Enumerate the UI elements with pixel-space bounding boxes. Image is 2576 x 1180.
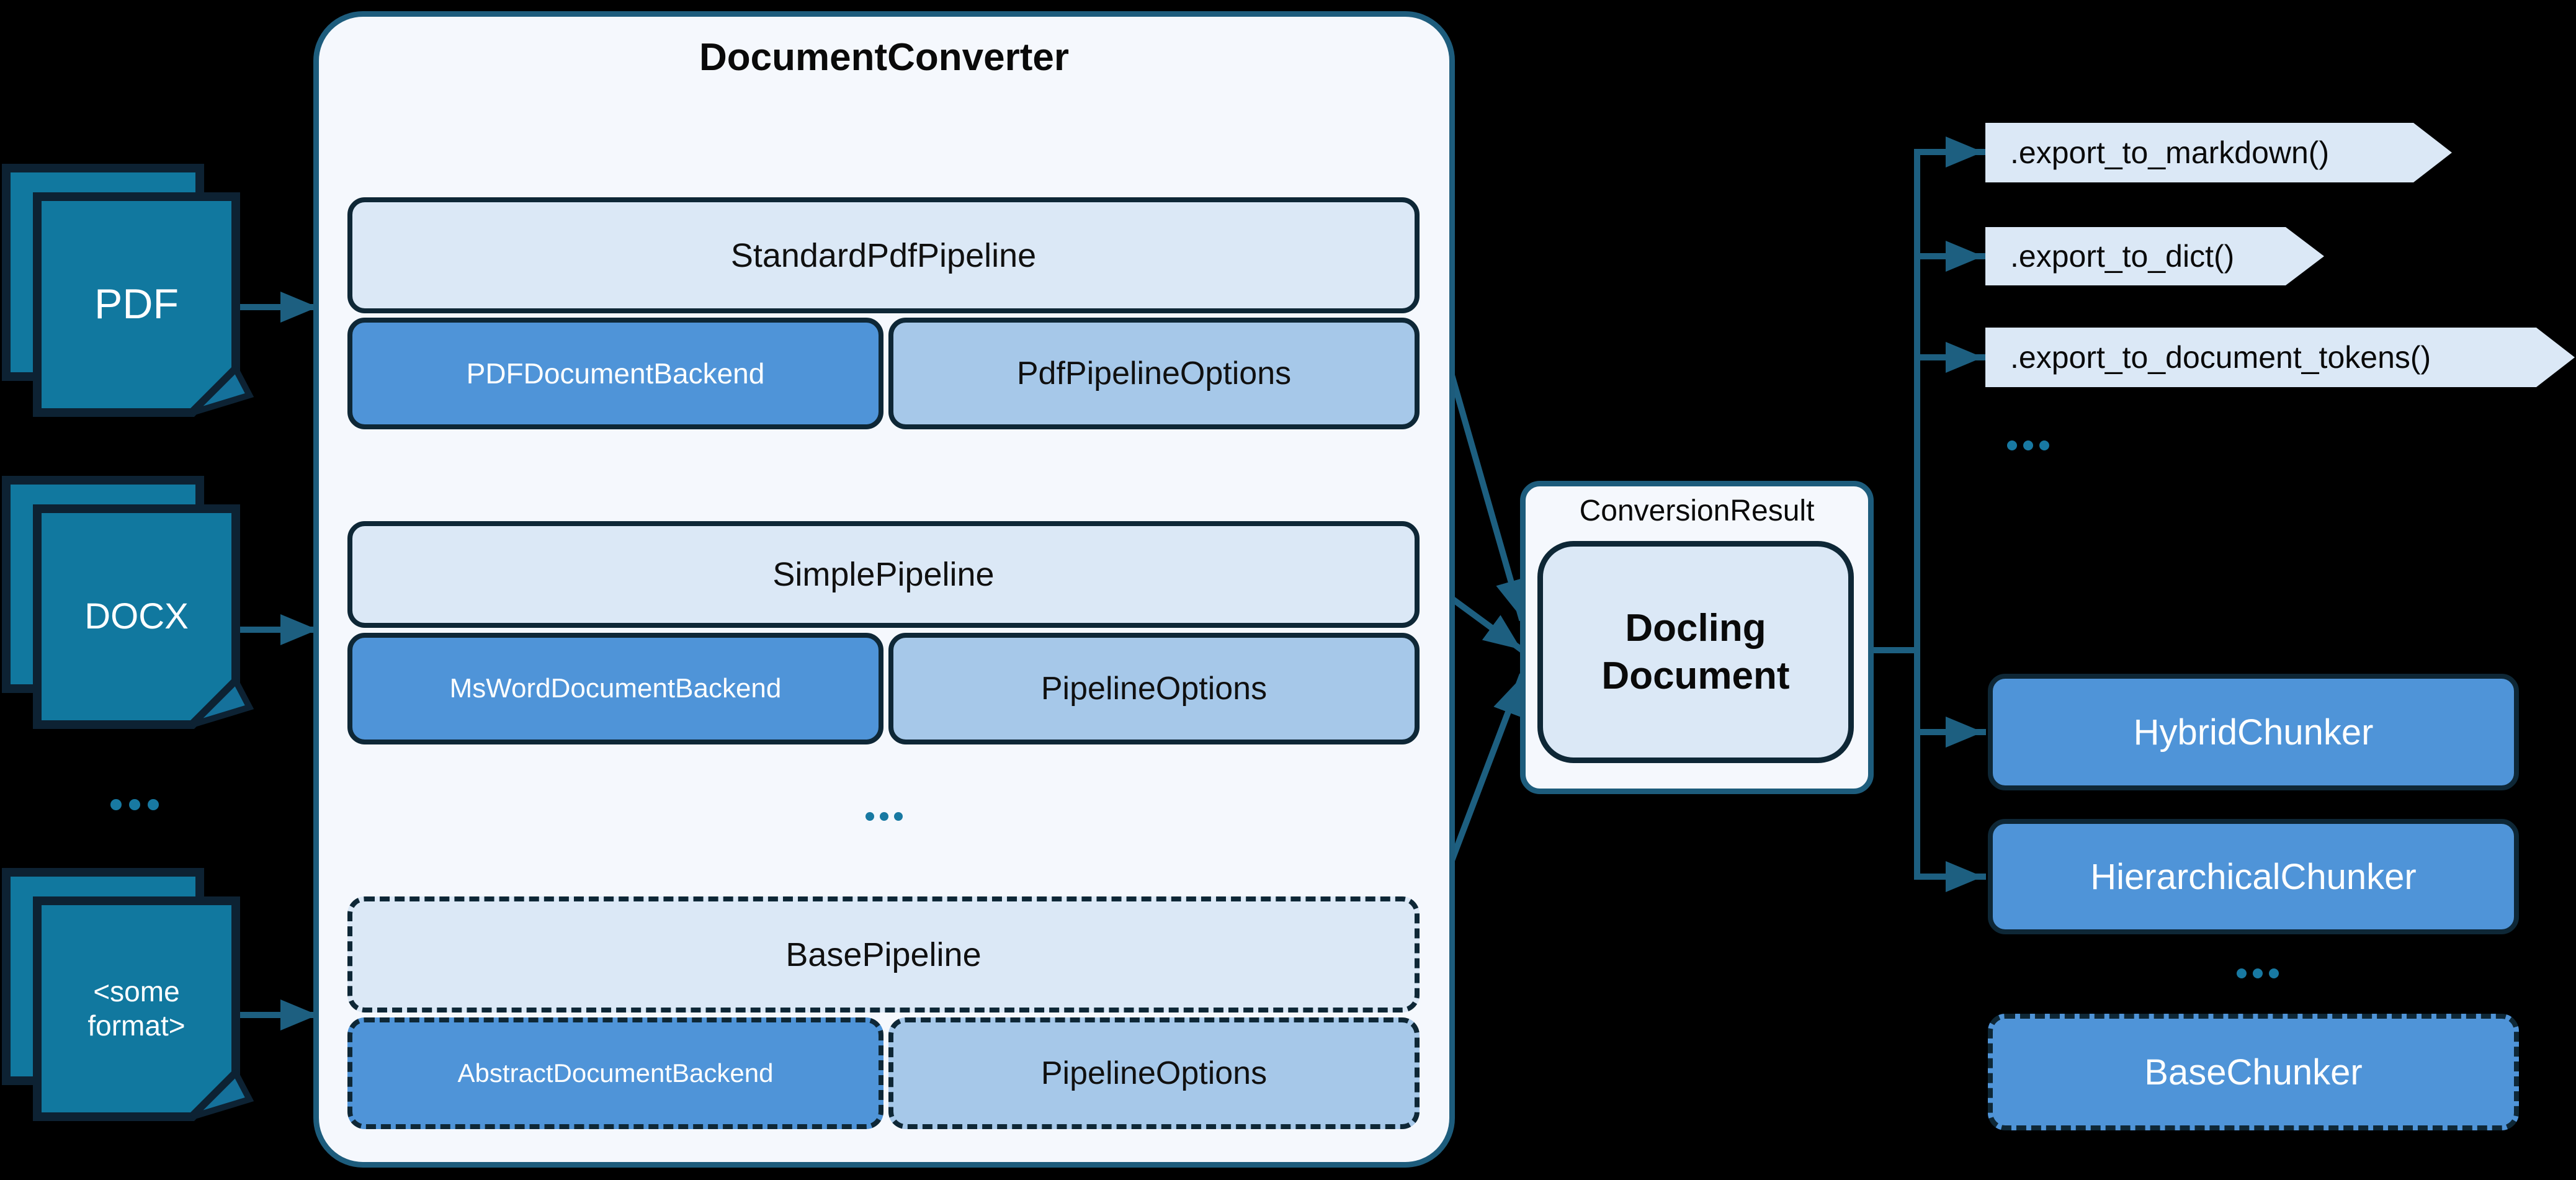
hybrid-chunker-box: HybridChunker: [1988, 674, 2519, 790]
document-converter-title: DocumentConverter: [699, 35, 1069, 79]
export-to-markdown-chevron: .export_to_markdown(): [1985, 123, 2452, 182]
hierarchical-chunker-box: HierarchicalChunker: [1988, 819, 2519, 934]
export-to-document-tokens-chevron: .export_to_document_tokens(): [1985, 328, 2575, 387]
abstract-document-backend-box: AbstractDocumentBackend: [347, 1017, 883, 1129]
pdf-fold-corner: [190, 364, 254, 416]
some-format-document-icon: [2, 868, 254, 1121]
standard-pdf-pipeline-box: StandardPdfPipeline: [347, 197, 1420, 313]
exports-ellipsis-dots: [2007, 440, 2049, 450]
sources-ellipsis-dots: [110, 799, 159, 810]
docx-document-icon: [2, 476, 254, 729]
source-label-pdf: PDF: [94, 280, 179, 328]
source-label-some-format: <some format>: [87, 975, 186, 1042]
export-to-dict-chevron: .export_to_dict(): [1985, 227, 2324, 285]
conversion-result-label: ConversionResult: [1579, 494, 1815, 527]
converter-ellipsis-dots: [865, 812, 903, 821]
pdf-document-backend-box: PDFDocumentBackend: [347, 318, 883, 429]
simple-pipeline-box: SimplePipeline: [347, 521, 1420, 628]
pdf-pipeline-options-box: PdfPipelineOptions: [888, 318, 1420, 429]
docx-fold-corner: [190, 676, 254, 728]
docling-document-box: Docling Document: [1537, 541, 1854, 763]
base-pipeline-box: BasePipeline: [347, 896, 1420, 1012]
source-label-docx: DOCX: [84, 596, 189, 637]
msword-document-backend-box: MsWordDocumentBackend: [347, 633, 883, 744]
chunkers-ellipsis-dots: [2237, 968, 2279, 978]
pipeline-options-box: PipelineOptions: [888, 633, 1420, 744]
base-chunker-box: BaseChunker: [1988, 1014, 2519, 1130]
some-format-fold-corner: [190, 1068, 254, 1120]
pdf-document-icon: [2, 164, 254, 417]
base-pipeline-options-box: PipelineOptions: [888, 1017, 1420, 1129]
